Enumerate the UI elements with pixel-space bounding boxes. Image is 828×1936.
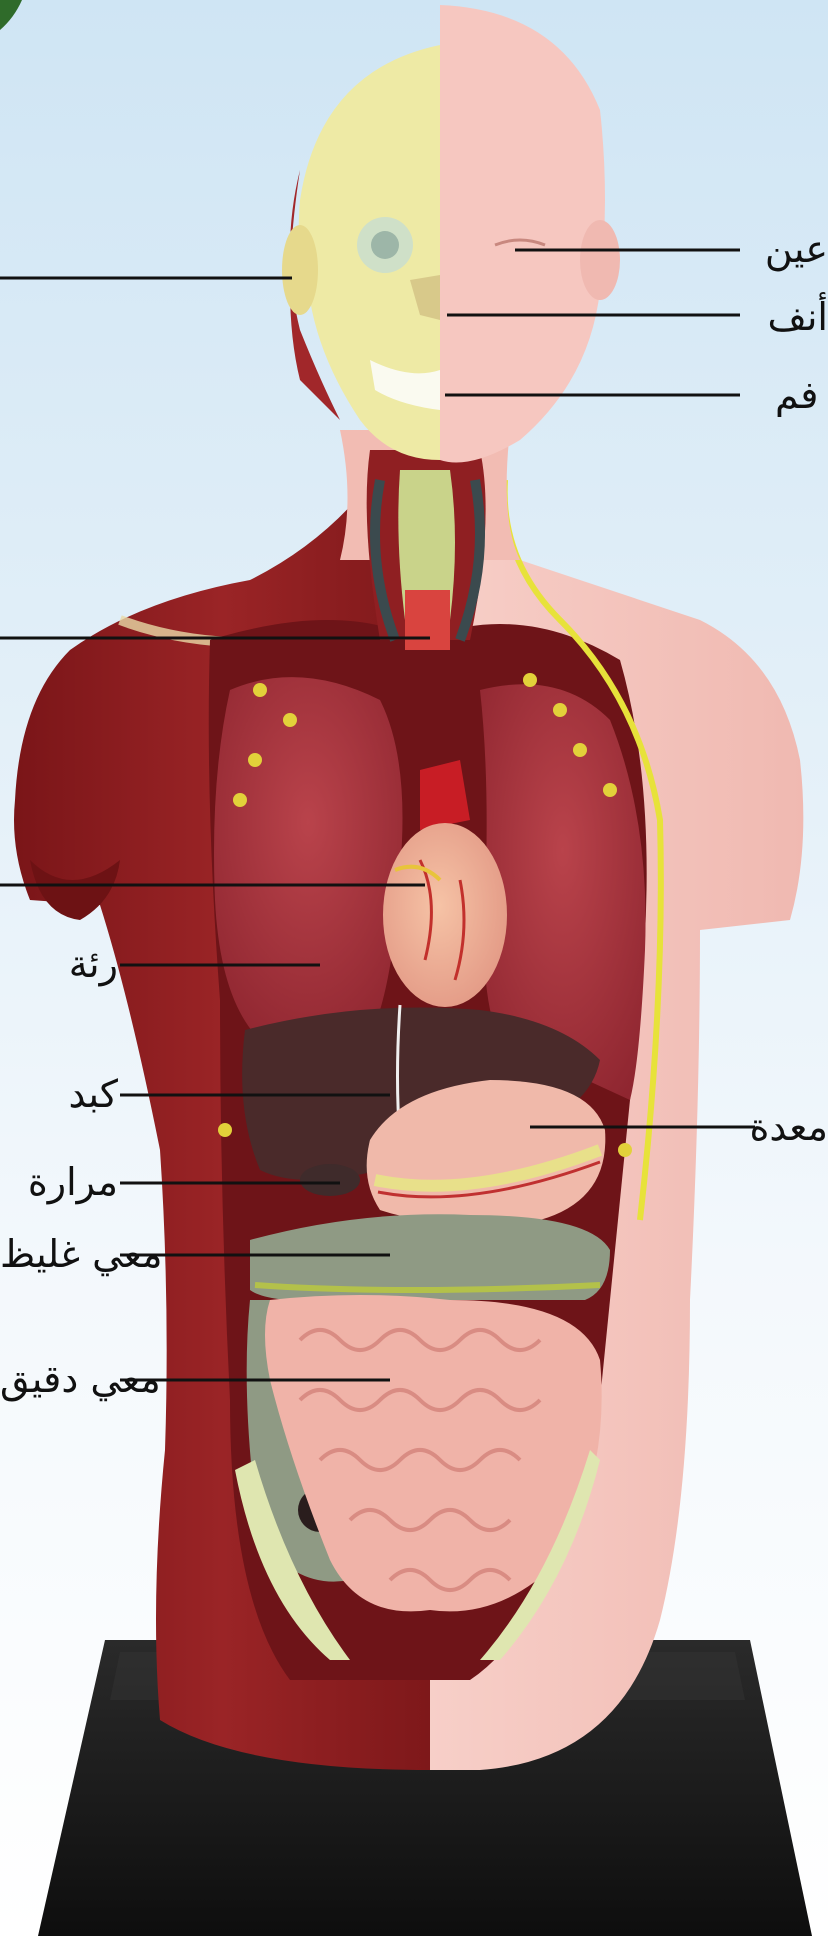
head-skull-half: [282, 5, 440, 460]
label-liver: كبد: [68, 1075, 118, 1113]
label-lung: رئة: [69, 945, 118, 983]
gallbladder: [300, 1164, 360, 1196]
label-mouth: فم: [775, 376, 818, 414]
label-eye: عين: [765, 230, 828, 268]
label-small-intestine: معي دقيق: [0, 1360, 161, 1398]
leaf-decoration: [0, 0, 22, 30]
label-stomach: معدة: [749, 1108, 828, 1146]
label-nose: أنف: [768, 298, 828, 336]
label-large-intestine: معي غليظ: [0, 1235, 162, 1273]
label-gallbladder: مرارة: [28, 1163, 118, 1201]
